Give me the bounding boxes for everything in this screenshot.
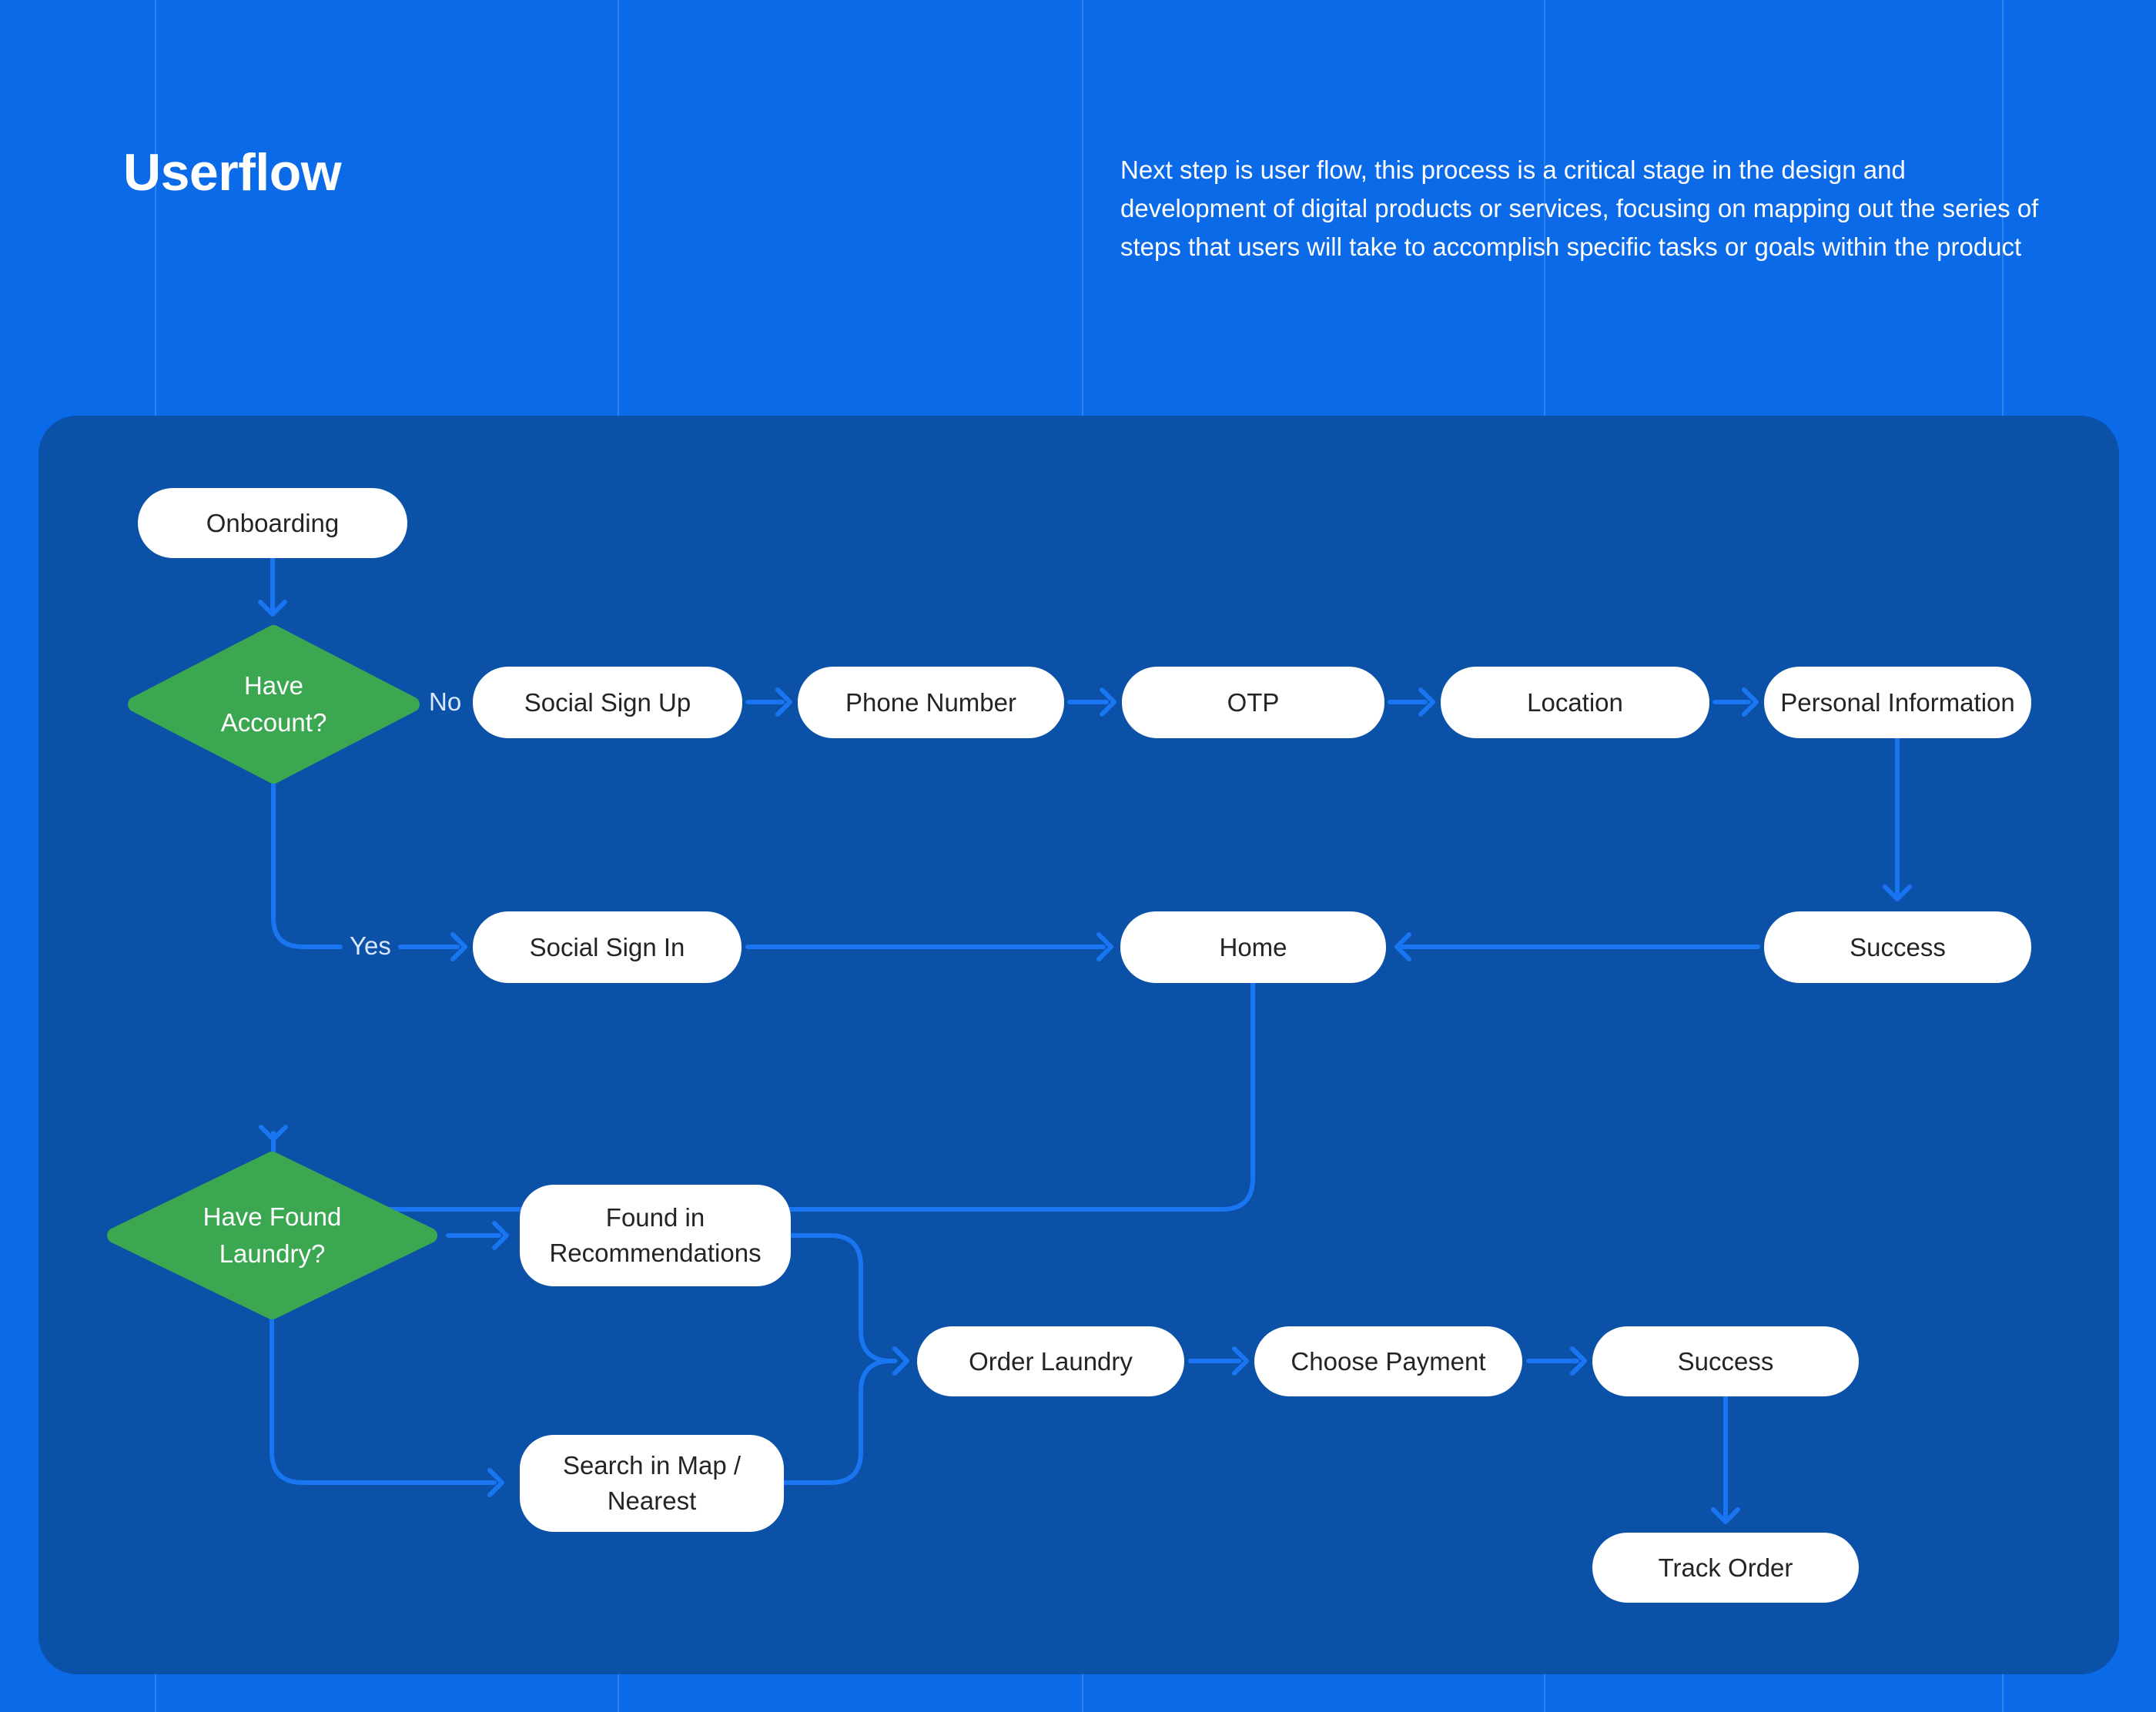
node-personal-information: Personal Information (1764, 667, 2031, 738)
node-label: Social Sign In (529, 932, 685, 961)
node-label: Order Laundry (969, 1346, 1133, 1376)
page-description: Next step is user flow, this process is … (1120, 155, 2039, 261)
userflow-panel: Onboarding Have Account? No Social Sign … (38, 416, 2119, 1674)
node-have-found-laundry: Have Found Laundry? (107, 1152, 437, 1319)
node-label: OTP (1227, 687, 1280, 717)
node-social-sign-up: Social Sign Up (473, 667, 742, 738)
node-label: Choose Payment (1291, 1346, 1486, 1376)
node-label: Track Order (1658, 1553, 1793, 1582)
node-found-in-recommendations: Found in Recommendations (520, 1185, 791, 1286)
decision-diamond-shape (128, 625, 420, 784)
node-home: Home (1120, 911, 1386, 983)
node-label: Found in Recommendations (549, 1203, 762, 1267)
node-label: Location (1527, 687, 1623, 717)
node-label: Home (1219, 932, 1287, 961)
node-location: Location (1441, 667, 1709, 738)
node-label: Success (1677, 1346, 1774, 1376)
node-have-account: Have Account? (128, 625, 420, 784)
node-label: Personal Information (1780, 687, 2015, 717)
node-label: Success (1850, 932, 1946, 961)
node-order-laundry: Order Laundry (917, 1326, 1184, 1396)
branch-label-no: No (429, 687, 462, 716)
node-label: Search in Map / Nearest (562, 1451, 742, 1515)
node-success-order: Success (1592, 1326, 1859, 1396)
branch-label-yes: Yes (350, 931, 391, 960)
node-label: Onboarding (206, 508, 340, 537)
decision-diamond-shape (107, 1152, 437, 1319)
node-label: Have Account? (220, 671, 327, 737)
node-social-sign-in: Social Sign In (473, 911, 742, 983)
node-choose-payment: Choose Payment (1254, 1326, 1522, 1396)
node-success-signup: Success (1764, 911, 2031, 983)
node-label: Phone Number (845, 687, 1016, 717)
node-otp: OTP (1122, 667, 1384, 738)
node-label: Have Found Laundry? (203, 1202, 342, 1268)
node-track-order: Track Order (1592, 1533, 1859, 1603)
page-title: Userflow (123, 143, 342, 202)
flow-connectors (258, 556, 1912, 1524)
node-label: Social Sign Up (524, 687, 691, 717)
node-phone-number: Phone Number (798, 667, 1064, 738)
node-onboarding: Onboarding (138, 488, 407, 558)
node-search-in-map: Search in Map / Nearest (520, 1435, 784, 1532)
